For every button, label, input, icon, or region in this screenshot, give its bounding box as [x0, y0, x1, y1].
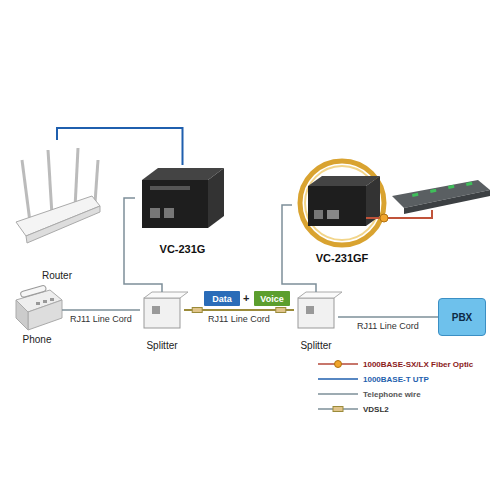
voice-badge: Voice	[254, 291, 290, 306]
legend-row: 1000BASE-T UTP	[318, 373, 429, 385]
cable-label: RJ11 Line Cord	[69, 314, 133, 325]
cable-line	[338, 316, 438, 318]
switch-illustration	[392, 180, 490, 214]
vc231g-device	[142, 168, 224, 228]
legend-text: 1000BASE-T UTP	[363, 375, 429, 384]
legend-sample	[318, 359, 358, 369]
legend-sample	[318, 389, 358, 399]
converter-node: VC-231GF	[292, 158, 392, 264]
legend-text: Telephone wire	[363, 390, 421, 399]
cable-label: RJ11 Line Cord	[356, 321, 420, 332]
cable-line	[57, 128, 183, 165]
legend-row: VDSL2	[318, 403, 389, 415]
node-label: VC-231GF	[316, 252, 369, 264]
node-label: Data	[212, 294, 232, 304]
node-label: Router	[42, 270, 72, 282]
splitter-illustration	[144, 292, 342, 328]
legend-row: Telephone wire	[318, 388, 421, 400]
vdsl2-mark	[276, 308, 286, 313]
cable-label: RJ11 Line Cord	[207, 314, 271, 325]
legend-text: 1000BASE-SX/LX Fiber Optic	[363, 360, 473, 369]
legend-row: 1000BASE-SX/LX Fiber Optic	[318, 358, 473, 370]
node-label: Phone	[23, 334, 52, 346]
router-node: Router	[12, 140, 102, 282]
router-illustration	[16, 148, 100, 243]
fiber-link	[366, 210, 432, 222]
legend-sample	[318, 404, 358, 414]
pbx-box: PBX	[438, 298, 486, 336]
phone-illustration	[16, 285, 62, 330]
vc231gf-device	[300, 161, 384, 245]
node-label: VC-231G	[160, 243, 206, 255]
data-badge: Data	[204, 291, 240, 306]
node-label: Voice	[260, 294, 283, 304]
phone-node: Phone	[12, 282, 62, 346]
node-label: Splitter	[300, 340, 331, 352]
converter-node: VC-231G	[135, 165, 230, 255]
vdsl2-mark	[192, 308, 202, 313]
node-label: PBX	[452, 312, 473, 323]
node-label: Splitter	[146, 340, 177, 352]
cable-line	[282, 205, 316, 292]
legend-text: VDSL2	[363, 405, 389, 414]
splitter-node: Splitter	[294, 292, 338, 352]
legend-sample	[318, 374, 358, 384]
cable-line	[62, 309, 140, 311]
splitter-node: Splitter	[140, 292, 184, 352]
cable-line	[124, 198, 162, 292]
plus-sign: +	[243, 292, 249, 305]
